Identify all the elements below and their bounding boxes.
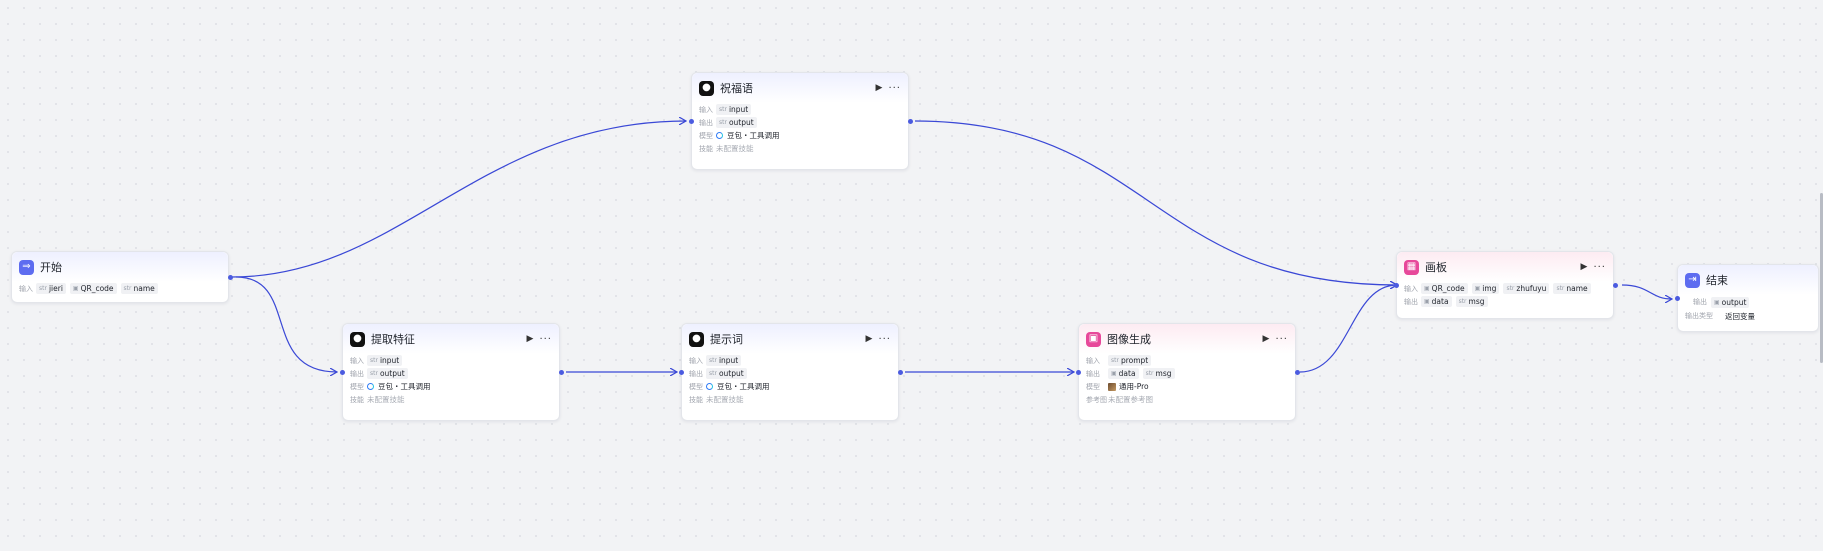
var-tag: ▣QR_code	[69, 283, 117, 294]
start-output-port[interactable]	[228, 275, 233, 280]
blessing-input-port[interactable]	[689, 119, 694, 124]
var-tag: ▣data	[1421, 296, 1452, 307]
more-button[interactable]: ···	[1275, 333, 1288, 345]
image-model-icon	[1108, 382, 1116, 391]
input-label: 输入	[19, 284, 33, 293]
more-button[interactable]: ···	[1593, 261, 1606, 273]
end-node-title: 结束	[1706, 274, 1728, 287]
edge-imagegen-to-canvas	[1299, 285, 1397, 373]
run-button[interactable]: ▶	[526, 334, 534, 344]
image-type-icon: ▣	[72, 285, 79, 292]
vertical-scrollbar[interactable]	[1820, 193, 1823, 363]
doubao-model-icon	[716, 132, 723, 139]
llm-icon: ●	[350, 331, 365, 347]
blessing-output-port[interactable]	[908, 119, 913, 124]
canvas-input-port[interactable]	[1394, 283, 1399, 288]
var-tag: ▣img	[1471, 283, 1500, 294]
canvas-output-port[interactable]	[1613, 283, 1618, 288]
start-node-title: 开始	[40, 261, 62, 274]
more-button[interactable]: ···	[878, 333, 891, 345]
edge-start-to-extract	[235, 276, 337, 372]
run-button[interactable]: ▶	[875, 83, 883, 93]
llm-icon: ●	[699, 80, 714, 96]
extract-node-title: 提取特征	[371, 333, 415, 346]
run-button[interactable]: ▶	[1262, 334, 1270, 344]
var-tag: ▣QR_code	[1421, 283, 1468, 294]
start-icon: ⇒	[19, 259, 34, 275]
prompt-input-port[interactable]	[679, 370, 684, 375]
blessing-node-title: 祝福语	[720, 82, 753, 95]
imagegen-output-port[interactable]	[1295, 370, 1300, 375]
more-button[interactable]: ···	[888, 82, 901, 94]
var-tag: ▣output	[1711, 296, 1750, 308]
var-tag: ▣data	[1108, 368, 1139, 379]
run-button[interactable]: ▶	[865, 334, 873, 344]
edge-blessing-to-canvas	[914, 120, 1397, 285]
extract-output-port[interactable]	[559, 370, 564, 375]
canvas-icon: ▦	[1404, 259, 1419, 275]
prompt-output-port[interactable]	[898, 370, 903, 375]
canvas-node-title: 画板	[1425, 261, 1447, 274]
string-type-icon: str	[39, 285, 47, 292]
prompt-node-title: 提示词	[710, 333, 743, 346]
doubao-model-icon	[367, 383, 374, 390]
edge-start-to-blessing	[231, 121, 686, 278]
string-type-icon: str	[123, 285, 132, 292]
run-button[interactable]: ▶	[1580, 262, 1588, 272]
end-input-port[interactable]	[1675, 296, 1680, 301]
doubao-model-icon	[706, 383, 713, 390]
image-gen-icon: ▣	[1086, 331, 1101, 347]
end-node[interactable]: ⇥ 结束 输出 ▣output 输出类型 返回变量	[1677, 264, 1819, 332]
imagegen-node-title: 图像生成	[1107, 333, 1151, 346]
edge-canvas-to-end	[1621, 284, 1672, 299]
imagegen-input-port[interactable]	[1076, 370, 1081, 375]
llm-icon: ●	[689, 331, 704, 347]
end-icon: ⇥	[1685, 272, 1700, 288]
extract-input-port[interactable]	[340, 370, 345, 375]
more-button[interactable]: ···	[539, 333, 552, 345]
